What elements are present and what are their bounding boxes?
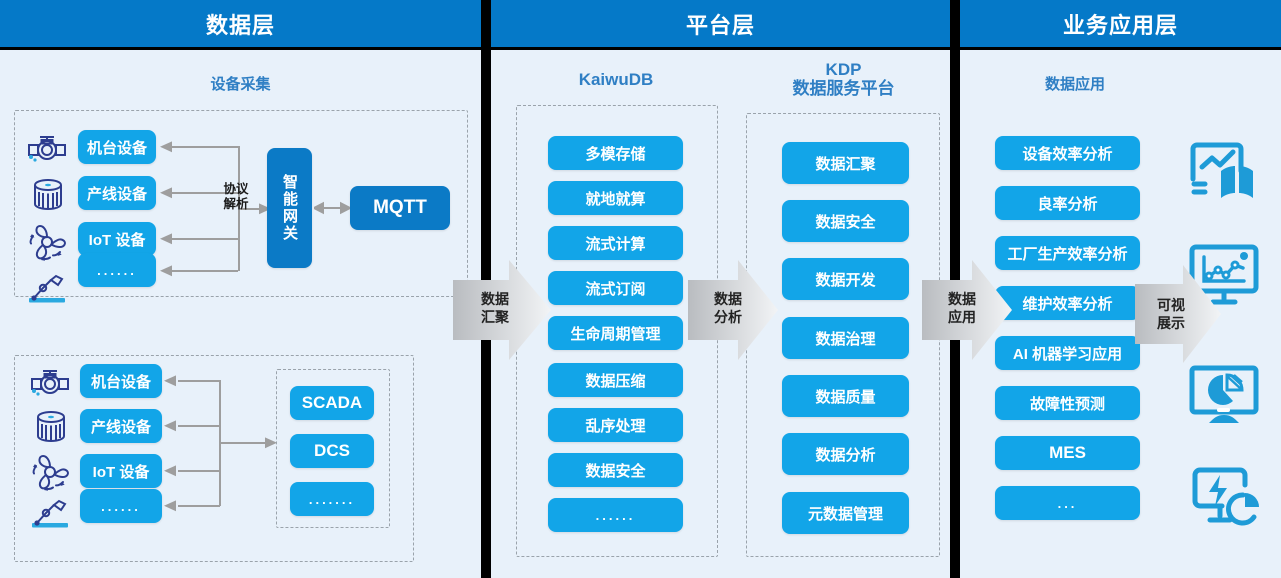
kdp-item-4[interactable]: 数据质量 bbox=[782, 375, 909, 417]
gateway-pill[interactable]: 智能网关 bbox=[267, 148, 312, 268]
device-pill-line-bottom[interactable]: 产线设备 bbox=[80, 409, 162, 443]
caption-kaiwudb: KaiwuDB bbox=[578, 70, 654, 89]
connector-arrowheads-bottom bbox=[164, 375, 176, 512]
arrow-visual-display-label: 可视 展示 bbox=[1157, 297, 1185, 331]
kdp-item-6[interactable]: 元数据管理 bbox=[782, 492, 909, 534]
connector-branch-top-2 bbox=[172, 192, 238, 194]
kaiwudb-item-8[interactable]: ...... bbox=[548, 498, 683, 532]
monitor-pie-chart-icon bbox=[1187, 365, 1261, 434]
header-rule-data bbox=[0, 47, 481, 50]
app-item-1[interactable]: 良率分析 bbox=[995, 186, 1140, 220]
caption-data-application: 数据应用 bbox=[1044, 76, 1105, 93]
connector-branch-top-3 bbox=[172, 238, 238, 240]
system-pill-more[interactable]: ....... bbox=[290, 482, 374, 516]
robot-arm-icon bbox=[24, 268, 70, 313]
connector-to-systems bbox=[219, 442, 267, 444]
group-device-collection-top bbox=[14, 110, 468, 297]
group-device-collection-bottom bbox=[14, 355, 414, 562]
connector-branch-bottom-1 bbox=[178, 380, 220, 382]
device-pill-iot-top[interactable]: IoT 设备 bbox=[78, 222, 156, 256]
robot-arm-icon-bottom bbox=[27, 493, 73, 538]
monitor-line-chart-icon bbox=[1187, 243, 1261, 312]
caption-kdp: KDP 数据服务平台 bbox=[746, 60, 941, 98]
device-pill-machine-top[interactable]: 机台设备 bbox=[78, 130, 156, 164]
drum-icon bbox=[28, 176, 68, 219]
system-pill-scada[interactable]: SCADA bbox=[290, 386, 374, 420]
connector-branch-bottom-2 bbox=[178, 425, 220, 427]
panel-application-layer: 业务应用层 数据应用 设备效率分析 良率分析 工厂生产效率分析 维护效率分析 A… bbox=[960, 0, 1281, 578]
panel-data-layer: 数据层 设备采集 bbox=[0, 0, 481, 578]
app-item-4[interactable]: AI 机器学习应用 bbox=[995, 336, 1140, 370]
header-platform-layer-title: 平台层 bbox=[685, 12, 755, 38]
caption-kdp-line2: 数据服务平台 bbox=[792, 79, 895, 98]
connector-branch-top-4 bbox=[172, 270, 238, 272]
kaiwudb-item-4[interactable]: 生命周期管理 bbox=[548, 316, 683, 350]
kdp-item-5[interactable]: 数据分析 bbox=[782, 433, 909, 475]
chart-book-icon bbox=[1185, 135, 1257, 208]
kdp-item-3[interactable]: 数据治理 bbox=[782, 317, 909, 359]
kdp-item-2[interactable]: 数据开发 bbox=[782, 258, 909, 300]
drum-icon-bottom bbox=[31, 408, 71, 451]
mqtt-pill[interactable]: MQTT bbox=[350, 186, 450, 230]
fan-icon bbox=[24, 222, 70, 267]
kaiwudb-item-0[interactable]: 多模存储 bbox=[548, 136, 683, 170]
connector-to-gateway bbox=[238, 208, 260, 210]
system-pill-dcs[interactable]: DCS bbox=[290, 434, 374, 468]
kaiwudb-item-7[interactable]: 数据安全 bbox=[548, 453, 683, 487]
header-rule-platform bbox=[491, 47, 950, 50]
kaiwudb-item-2[interactable]: 流式计算 bbox=[548, 226, 683, 260]
device-pill-iot-bottom[interactable]: IoT 设备 bbox=[80, 454, 162, 488]
connector-gateway-mqtt bbox=[314, 201, 350, 215]
header-data-layer: 数据层 bbox=[0, 0, 481, 47]
arrow-data-aggregation-label: 数据 汇聚 bbox=[481, 291, 509, 325]
connector-branch-top-1 bbox=[172, 146, 238, 148]
valve-icon bbox=[25, 129, 69, 172]
kaiwudb-item-6[interactable]: 乱序处理 bbox=[548, 408, 683, 442]
connector-branch-bottom-3 bbox=[178, 470, 220, 472]
arrow-data-analysis-label: 数据 分析 bbox=[714, 291, 742, 325]
app-item-2[interactable]: 工厂生产效率分析 bbox=[995, 236, 1140, 270]
app-item-3[interactable]: 维护效率分析 bbox=[995, 286, 1140, 320]
valve-icon-bottom bbox=[28, 363, 72, 406]
header-rule-app bbox=[960, 47, 1281, 50]
arrow-data-application-label: 数据 应用 bbox=[948, 291, 976, 325]
caption-device-collection: 设备采集 bbox=[210, 76, 271, 93]
label-protocol-parse: 协议 解析 bbox=[223, 182, 249, 211]
app-item-7[interactable]: ... bbox=[995, 486, 1140, 520]
arrow-data-analysis bbox=[688, 256, 778, 369]
app-item-6[interactable]: MES bbox=[995, 436, 1140, 470]
kaiwudb-item-3[interactable]: 流式订阅 bbox=[548, 271, 683, 305]
device-pill-more-bottom[interactable]: ...... bbox=[80, 489, 162, 523]
connector-arrowheads-top bbox=[160, 141, 172, 277]
device-pill-machine-bottom[interactable]: 机台设备 bbox=[80, 364, 162, 398]
arrow-visual-display bbox=[1135, 262, 1221, 371]
connector-arrowhead-gateway bbox=[259, 203, 271, 215]
arrow-data-application bbox=[922, 256, 1012, 369]
header-data-layer-title: 数据层 bbox=[205, 12, 275, 38]
header-application-layer-title: 业务应用层 bbox=[1062, 12, 1178, 38]
monitor-energy-pie-icon bbox=[1185, 465, 1261, 536]
group-industrial-systems bbox=[276, 369, 390, 528]
device-pill-more-top[interactable]: ...... bbox=[78, 253, 156, 287]
device-pill-line-top[interactable]: 产线设备 bbox=[78, 176, 156, 210]
kdp-item-0[interactable]: 数据汇聚 bbox=[782, 142, 909, 184]
kaiwudb-item-5[interactable]: 数据压缩 bbox=[548, 363, 683, 397]
connector-arrowhead-systems bbox=[265, 437, 277, 449]
kaiwudb-item-1[interactable]: 就地就算 bbox=[548, 181, 683, 215]
connector-branch-bottom-4 bbox=[178, 505, 220, 507]
app-item-5[interactable]: 故障性预测 bbox=[995, 386, 1140, 420]
header-application-layer: 业务应用层 bbox=[960, 0, 1281, 47]
caption-kdp-line1: KDP bbox=[825, 60, 862, 79]
arrow-data-aggregation bbox=[453, 256, 551, 369]
kdp-item-1[interactable]: 数据安全 bbox=[782, 200, 909, 242]
app-item-0[interactable]: 设备效率分析 bbox=[995, 136, 1140, 170]
header-platform-layer: 平台层 bbox=[491, 0, 950, 47]
fan-icon-bottom bbox=[27, 452, 73, 497]
